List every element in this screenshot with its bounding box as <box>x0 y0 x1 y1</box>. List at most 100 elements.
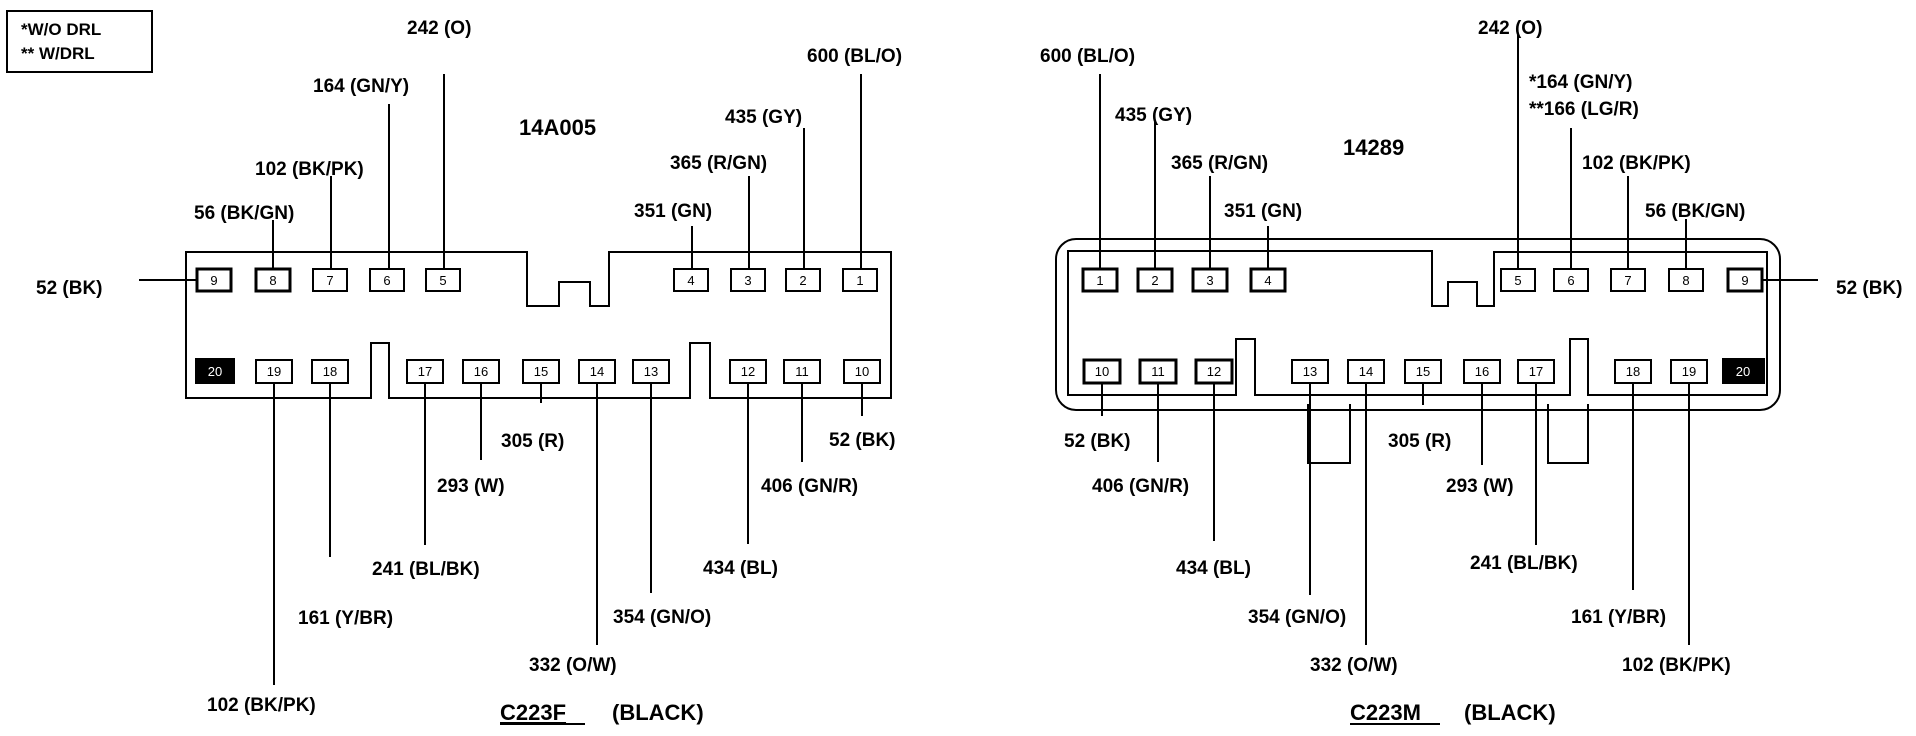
pin-19: 19 <box>255 359 293 384</box>
pin-7: 7 <box>1610 268 1646 292</box>
wire-label-pin-11: 406 (GN/R) <box>761 476 858 497</box>
connector-c223m-part-number: 14289 <box>1343 135 1404 160</box>
wire-label-pin-19: 102 (BK/PK) <box>1622 655 1731 676</box>
wire-label-pin-15: 305 (R) <box>501 431 564 452</box>
wire-label-pin-6-wo-drl: *164 (GN/Y) <box>1529 72 1632 93</box>
pin-8: 8 <box>254 267 292 293</box>
wire-label-pin-2: 435 (GY) <box>1115 105 1192 126</box>
pin-11: 11 <box>1138 358 1178 385</box>
pin-1: 1 <box>1081 267 1119 293</box>
pin-15: 15 <box>1404 359 1442 384</box>
wire-label-pin-8: 56 (BK/GN) <box>194 203 294 224</box>
svg-text:19: 19 <box>1682 364 1696 379</box>
svg-text:3: 3 <box>1206 273 1213 288</box>
legend-line-wo-drl: *W/O DRL <box>21 20 101 39</box>
wire-label-pin-14: 332 (O/W) <box>529 655 617 676</box>
pin-3: 3 <box>730 268 766 292</box>
svg-text:13: 13 <box>644 364 658 379</box>
wire-label-pin-16: 293 (W) <box>1446 476 1514 497</box>
wire-label-pin-18: 161 (Y/BR) <box>1571 607 1666 628</box>
connector-c223m-housing <box>1055 238 1781 411</box>
wire-label-pin-9: 52 (BK) <box>1836 278 1903 299</box>
pin-16: 16 <box>462 359 500 384</box>
pin-10: 10 <box>843 359 881 384</box>
pin-6: 6 <box>1553 268 1589 292</box>
pin-12: 12 <box>729 359 767 384</box>
svg-text:8: 8 <box>269 273 276 288</box>
wire-label-pin-12: 434 (BL) <box>1176 558 1251 579</box>
svg-text:20: 20 <box>1736 364 1750 379</box>
wire-label-pin-10: 52 (BK) <box>829 430 896 451</box>
svg-text:8: 8 <box>1682 273 1689 288</box>
svg-text:10: 10 <box>1095 364 1109 379</box>
pin-11: 11 <box>783 359 821 384</box>
connector-c223m-body <box>1067 250 1768 396</box>
wire-label-pin-13: 354 (GN/O) <box>613 607 711 628</box>
connector-c223f-part-number: 14A005 <box>519 115 596 140</box>
connector-c223m-top-wires <box>1099 35 1818 281</box>
svg-text:15: 15 <box>534 364 548 379</box>
pin-1: 1 <box>842 268 878 292</box>
pin-17: 17 <box>1517 359 1555 384</box>
connector-c223m-top-pins: 1 2 3 4 5 6 7 8 9 <box>1081 267 1764 293</box>
svg-text:4: 4 <box>1264 273 1271 288</box>
pin-14: 14 <box>578 359 616 384</box>
legend-line-w-drl: ** W/DRL <box>21 44 95 63</box>
wire-label-pin-10: 52 (BK) <box>1064 431 1131 452</box>
wire-label-pin-7: 102 (BK/PK) <box>1582 153 1691 174</box>
connector-c223m: 1 2 3 4 5 6 7 8 9 10 11 12 13 14 15 16 1… <box>1040 18 1903 725</box>
svg-text:20: 20 <box>208 364 222 379</box>
pin-5: 5 <box>425 268 461 292</box>
pin-3: 3 <box>1191 267 1229 293</box>
connector-c223m-latch-left <box>1307 404 1351 464</box>
svg-text:10: 10 <box>855 364 869 379</box>
pin-20: 20 <box>1722 358 1765 384</box>
svg-text:2: 2 <box>1151 273 1158 288</box>
connector-c223f-bottom-labels: 102 (BK/PK) 161 (Y/BR) 241 (BL/BK) 293 (… <box>207 430 896 716</box>
svg-text:6: 6 <box>1567 273 1574 288</box>
pin-12: 12 <box>1194 358 1234 385</box>
pin-6: 6 <box>369 268 405 292</box>
svg-text:18: 18 <box>323 364 337 379</box>
wire-label-pin-6: 164 (GN/Y) <box>313 76 409 97</box>
pin-2: 2 <box>1136 267 1174 293</box>
svg-text:16: 16 <box>474 364 488 379</box>
svg-text:17: 17 <box>418 364 432 379</box>
wire-label-pin-17: 241 (BL/BK) <box>372 559 480 580</box>
svg-text:7: 7 <box>326 273 333 288</box>
pin-18: 18 <box>1614 359 1652 384</box>
wire-label-pin-18: 161 (Y/BR) <box>298 608 393 629</box>
wire-label-pin-12: 434 (BL) <box>703 558 778 579</box>
wire-label-pin-16: 293 (W) <box>437 476 505 497</box>
svg-text:12: 12 <box>741 364 755 379</box>
pin-19: 19 <box>1670 359 1708 384</box>
svg-text:9: 9 <box>1741 273 1748 288</box>
legend: *W/O DRL ** W/DRL <box>6 10 153 73</box>
wire-label-pin-7: 102 (BK/PK) <box>255 159 364 180</box>
pin-14: 14 <box>1347 359 1385 384</box>
connector-c223f: 9 8 7 6 5 4 3 2 1 20 19 18 17 16 15 14 1… <box>36 18 902 725</box>
svg-text:1: 1 <box>1096 273 1103 288</box>
svg-text:4: 4 <box>687 273 694 288</box>
connector-c223m-bottom-pins: 10 11 12 13 14 15 16 17 18 19 20 <box>1082 358 1765 385</box>
pin-5: 5 <box>1500 268 1536 292</box>
pin-13: 13 <box>1291 359 1329 384</box>
svg-text:18: 18 <box>1626 364 1640 379</box>
connector-c223m-top-labels: 600 (BL/O) 435 (GY) 365 (R/GN) 351 (GN) … <box>1040 18 1903 299</box>
wire-label-pin-3: 365 (R/GN) <box>670 153 767 174</box>
svg-text:15: 15 <box>1416 364 1430 379</box>
svg-text:11: 11 <box>1151 364 1165 379</box>
pin-2: 2 <box>785 268 821 292</box>
svg-text:19: 19 <box>267 364 281 379</box>
pin-8: 8 <box>1668 268 1704 292</box>
wire-label-pin-5: 242 (O) <box>407 18 471 39</box>
pin-7: 7 <box>312 268 348 292</box>
wire-label-pin-3: 365 (R/GN) <box>1171 153 1268 174</box>
connector-c223m-bottom-wires <box>1101 383 1690 645</box>
svg-text:11: 11 <box>795 364 809 379</box>
wire-label-pin-2: 435 (GY) <box>725 107 802 128</box>
svg-text:5: 5 <box>1514 273 1521 288</box>
svg-text:2: 2 <box>799 273 806 288</box>
connector-c223m-bottom-labels: 52 (BK) 406 (GN/R) 434 (BL) 354 (GN/O) 3… <box>1064 431 1731 676</box>
